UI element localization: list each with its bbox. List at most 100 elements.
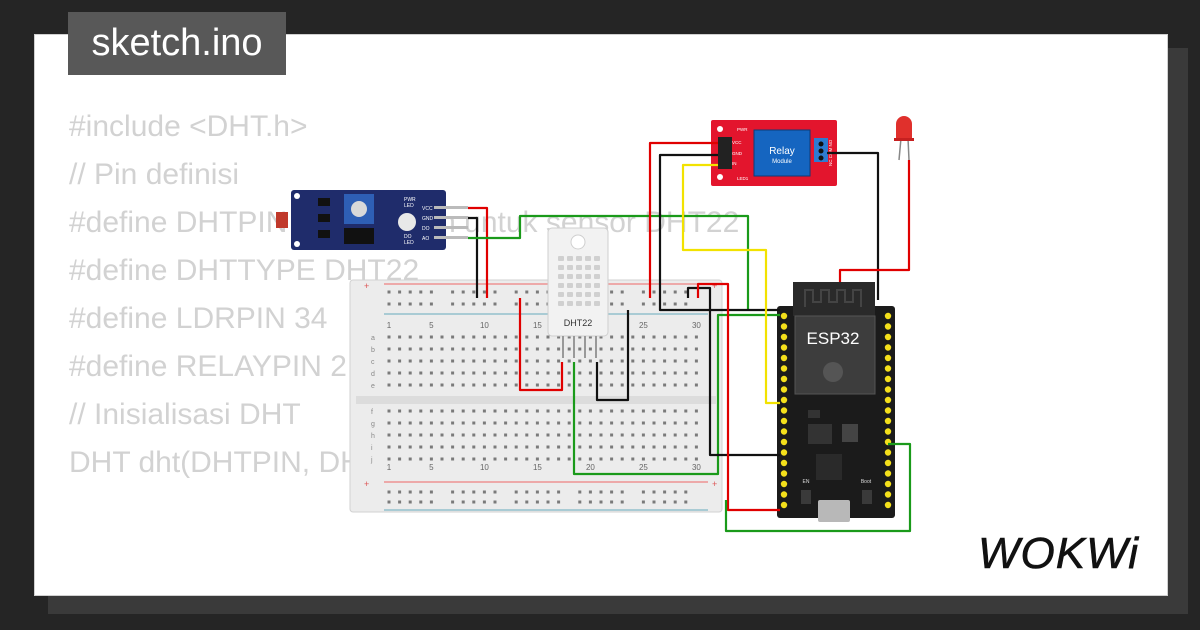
grille-slot xyxy=(567,283,573,288)
esp32-pin[interactable] xyxy=(780,386,788,393)
esp32-pin[interactable] xyxy=(780,459,788,467)
esp32-pin[interactable] xyxy=(884,386,892,393)
breadboard-hole xyxy=(588,457,592,461)
breadboard-hole xyxy=(631,457,635,461)
breadboard-hole xyxy=(493,347,497,351)
esp32-pin[interactable] xyxy=(884,449,892,456)
esp32-pin[interactable] xyxy=(780,344,788,351)
wires xyxy=(468,141,912,533)
breadboard-hole xyxy=(663,359,667,363)
breadboard-hole xyxy=(652,457,656,461)
breadboard-hole xyxy=(525,433,529,437)
breadboard-hole xyxy=(472,302,476,306)
esp32-pin[interactable] xyxy=(780,312,788,320)
breadboard-hole xyxy=(610,335,614,339)
esp32-pin[interactable] xyxy=(780,449,788,456)
grille-slot xyxy=(576,283,582,288)
esp32-pin[interactable] xyxy=(884,312,892,320)
breadboard-hole xyxy=(482,433,486,437)
breadboard-hole xyxy=(620,371,624,375)
breadboard-hole xyxy=(610,433,614,437)
grille-slot xyxy=(594,283,600,288)
esp32-pin[interactable] xyxy=(884,396,892,404)
esp32-pin[interactable] xyxy=(884,470,892,477)
esp32-pin[interactable] xyxy=(780,428,788,435)
breadboard-hole xyxy=(387,490,391,494)
breadboard-hole xyxy=(588,359,592,363)
esp32-pin[interactable] xyxy=(884,491,892,498)
esp32-pin[interactable] xyxy=(780,407,788,414)
breadboard-hole xyxy=(429,347,433,351)
esp32-pin[interactable] xyxy=(780,396,788,404)
esp32-pin[interactable] xyxy=(884,375,892,383)
esp32-pin[interactable] xyxy=(884,480,892,488)
boot-label: Boot xyxy=(861,479,872,485)
wokwi-logo: WOKWi xyxy=(978,529,1139,578)
breadboard-hole xyxy=(525,371,529,375)
row-label: e xyxy=(371,383,375,390)
breadboard-hole xyxy=(684,500,688,504)
breadboard-hole xyxy=(694,383,698,387)
column-label: 10 xyxy=(480,463,489,472)
esp32-board[interactable]: ESP32 Boot EN xyxy=(777,282,895,522)
esp32-pin[interactable] xyxy=(780,470,788,477)
esp32-pin[interactable] xyxy=(884,459,892,467)
esp32-pin[interactable] xyxy=(780,333,788,341)
column-label: 5 xyxy=(429,321,434,330)
esp32-pin[interactable] xyxy=(884,365,892,372)
breadboard-hole xyxy=(673,347,677,351)
breadboard-hole xyxy=(408,457,412,461)
ldr-module[interactable]: PWR LED DO LED VCC GND DO AO xyxy=(276,190,468,250)
relay-module[interactable]: Relay Module PWR VCC GND IN LED1 NC COM … xyxy=(711,120,837,186)
breadboard-hole xyxy=(641,500,645,504)
breadboard-hole xyxy=(461,457,465,461)
breadboard-hole xyxy=(535,371,539,375)
esp32-pin[interactable] xyxy=(780,365,788,372)
usb-port xyxy=(818,500,850,522)
breadboard-hole xyxy=(419,335,423,339)
esp32-pin[interactable] xyxy=(884,333,892,341)
breadboard-hole xyxy=(451,500,455,504)
breadboard-hole xyxy=(641,383,645,387)
breadboard-hole xyxy=(408,290,412,294)
esp32-pin[interactable] xyxy=(884,417,892,425)
grille-slot xyxy=(576,256,582,261)
breadboard-hole xyxy=(546,383,550,387)
dht-label: DHT22 xyxy=(564,318,593,328)
breadboard-hole xyxy=(387,383,391,387)
breadboard-hole xyxy=(514,457,518,461)
breadboard-hole xyxy=(567,457,571,461)
esp32-pin[interactable] xyxy=(884,407,892,414)
esp32-pin[interactable] xyxy=(884,323,892,330)
esp32-pin[interactable] xyxy=(884,428,892,435)
breadboard-hole xyxy=(546,500,550,504)
esp32-pin[interactable] xyxy=(884,344,892,351)
breadboard-hole xyxy=(440,457,444,461)
esp32-pin[interactable] xyxy=(780,417,788,425)
breadboard-hole xyxy=(525,445,529,449)
file-tab[interactable]: sketch.ino xyxy=(68,12,286,75)
breadboard-hole xyxy=(419,347,423,351)
esp32-pin[interactable] xyxy=(780,323,788,330)
red-led[interactable] xyxy=(894,116,914,161)
grille-slot xyxy=(585,274,591,279)
breadboard-hole xyxy=(461,347,465,351)
dht22-sensor[interactable]: DHT22 xyxy=(547,227,609,358)
esp32-pin[interactable] xyxy=(884,354,892,362)
esp32-pin[interactable] xyxy=(780,375,788,383)
esp32-pin[interactable] xyxy=(780,501,788,509)
breadboard-hole xyxy=(599,409,603,413)
boot-button[interactable] xyxy=(862,490,872,504)
breadboard-hole xyxy=(493,383,497,387)
esp32-pin[interactable] xyxy=(780,491,788,498)
breadboard-hole xyxy=(641,302,645,306)
esp32-pin[interactable] xyxy=(780,480,788,488)
breadboard-hole xyxy=(440,335,444,339)
esp32-pin[interactable] xyxy=(780,354,788,362)
en-button[interactable] xyxy=(801,490,811,504)
breadboard-hole xyxy=(493,421,497,425)
breadboard-hole xyxy=(684,445,688,449)
breadboard-hole xyxy=(472,383,476,387)
esp32-pin[interactable] xyxy=(884,501,892,509)
esp32-pin[interactable] xyxy=(780,438,788,446)
